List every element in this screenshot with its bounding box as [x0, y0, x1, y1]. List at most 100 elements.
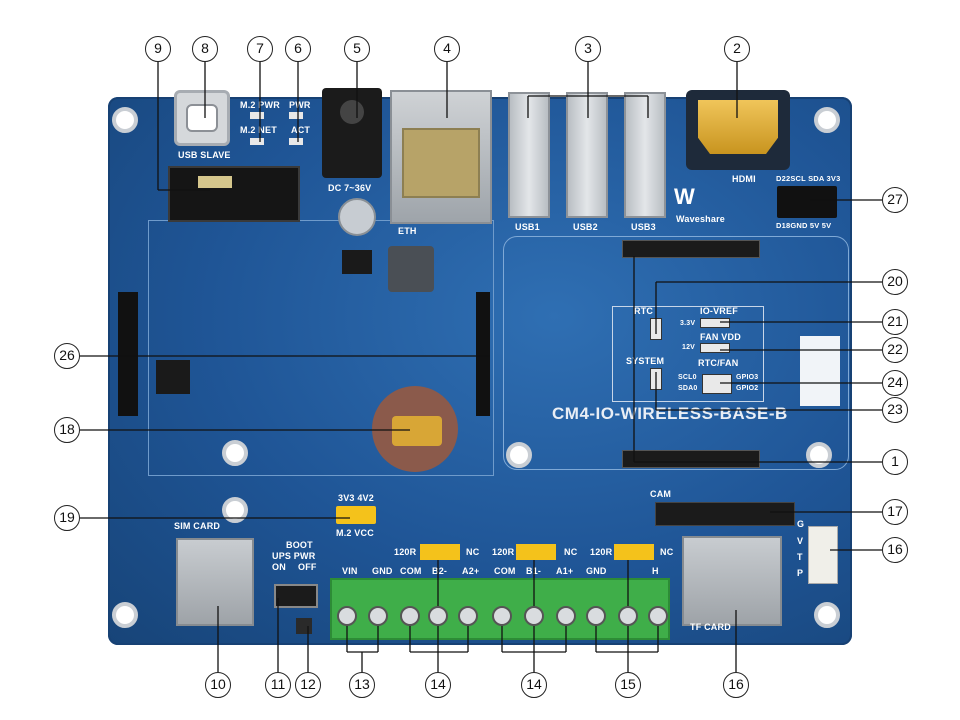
callout-8: 8 [192, 36, 218, 62]
r120-label: 120R [590, 547, 613, 557]
gpio-header [777, 186, 837, 218]
v33-label: 3.3V [680, 320, 696, 327]
act-led-label: ACT [291, 125, 311, 135]
callout-24: 23 [882, 397, 908, 423]
fan-pin-g: G [797, 519, 805, 529]
white-pad [800, 336, 840, 406]
callout-22: 21 [882, 309, 908, 335]
m2-vcc-jumper [336, 506, 376, 524]
callout-17: 16 [882, 537, 908, 563]
ethernet-window [402, 128, 480, 198]
callout-10: 10 [205, 672, 231, 698]
callout-6: 6 [285, 36, 311, 62]
mounting-hole [814, 107, 840, 133]
usb-port-1 [508, 92, 550, 218]
callout-13: 13 [349, 672, 375, 698]
callout-7: 7 [247, 36, 273, 62]
usb2-label: USB2 [573, 222, 598, 232]
usb-slave-label: USB SLAVE [178, 150, 231, 160]
camera-connector [655, 502, 795, 526]
a1-label: A1+ [556, 566, 574, 576]
callout-19: 18 [54, 417, 80, 443]
boot-label: BOOT [286, 540, 313, 550]
callout-25: 24 [882, 370, 908, 396]
callout-12: 12 [295, 672, 321, 698]
callout-11: 11 [265, 672, 291, 698]
chip [342, 250, 372, 274]
chip [156, 360, 190, 394]
usb-c-socket [186, 104, 218, 132]
terminal-screw [492, 606, 512, 626]
b2-label: B2- [432, 566, 448, 576]
mounting-hole [222, 497, 248, 523]
cm4-connector-top [622, 240, 760, 258]
a2-label: A2+ [462, 566, 480, 576]
terminal-screw [368, 606, 388, 626]
callout-21: 20 [882, 269, 908, 295]
right-pin-header [476, 292, 490, 416]
rtc-fan-switch [702, 374, 732, 394]
power-inductor [388, 246, 434, 292]
r120-label: 120R [394, 547, 417, 557]
dc-jack-hole [340, 100, 364, 124]
on-label: ON [272, 562, 286, 572]
terminal-screw [586, 606, 606, 626]
cam-label: CAM [650, 489, 672, 499]
fan-pin-t: T [797, 552, 803, 562]
termination-jumper [420, 544, 460, 560]
fan-pin-p: P [797, 568, 804, 578]
nc-label: NC [466, 547, 480, 557]
fan-vdd-switch [700, 343, 730, 353]
eth-label: ETH [398, 226, 417, 236]
termination-jumper [614, 544, 654, 560]
rtc-fan-label: RTC/FAN [698, 358, 739, 368]
callout-4: 4 [434, 36, 460, 62]
mounting-hole [222, 440, 248, 466]
nc-label: NC [564, 547, 578, 557]
electrolytic-capacitor [338, 198, 376, 236]
gnd-label: GND [372, 566, 393, 576]
gpio-header-top-label: D22SCL SDA 3V3 [776, 174, 841, 183]
callout-27: 26 [54, 343, 80, 369]
io-vref-label: IO-VREF [700, 306, 738, 316]
mounting-hole [806, 442, 832, 468]
hdmi-connector [698, 100, 778, 154]
terminal-screw [458, 606, 478, 626]
led [250, 112, 264, 119]
usb-port-2 [566, 92, 608, 218]
gpio3-label: GPIO3 [736, 374, 759, 381]
system-label: SYSTEM [626, 356, 665, 366]
callout-18: 17 [882, 499, 908, 525]
callout-2: 2 [724, 36, 750, 62]
gpio2-label: GPIO2 [736, 385, 759, 392]
callout-23: 22 [882, 337, 908, 363]
callout-5: 5 [344, 36, 370, 62]
board-name: CM4-IO-WIRELESS-BASE-B [552, 404, 788, 423]
sim-card-slot [176, 538, 254, 626]
led [289, 112, 303, 119]
sda0-label: SDA0 [678, 385, 698, 392]
callout-9: 9 [145, 36, 171, 62]
terminal-screw [337, 606, 357, 626]
rtc-battery-clip [392, 416, 442, 446]
fan-pin-v: V [797, 536, 804, 546]
left-circuit-area [148, 220, 494, 476]
com-label: COM [400, 566, 422, 576]
left-pin-header [118, 292, 138, 416]
terminal-screw [524, 606, 544, 626]
m2-slot-label-plate [198, 176, 232, 188]
callout-3: 3 [575, 36, 601, 62]
m2-net-label: M.2 NET [240, 125, 277, 135]
callout-16: 16 [723, 672, 749, 698]
terminal-screw [556, 606, 576, 626]
scl0-label: SCL0 [678, 374, 697, 381]
led [289, 138, 303, 145]
v12-label: 12V [682, 344, 696, 351]
usb1-label: USB1 [515, 222, 540, 232]
callout-26: 27 [882, 187, 908, 213]
usb-port-3 [624, 92, 666, 218]
h-label: H [652, 566, 659, 576]
mounting-hole [112, 107, 138, 133]
cm4-module-area [503, 236, 849, 470]
